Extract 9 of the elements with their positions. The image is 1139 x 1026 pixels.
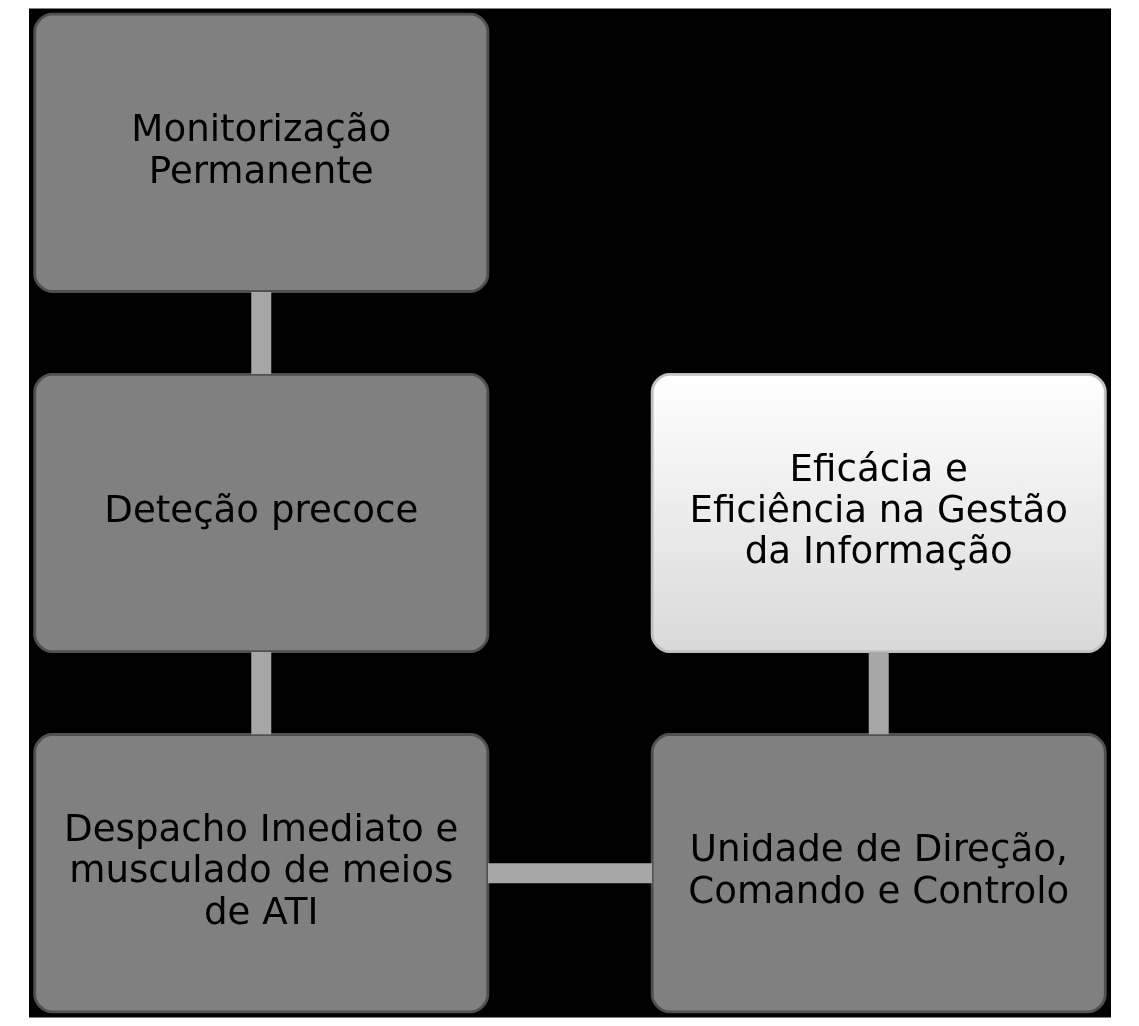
node-box: Monitorização Permanente <box>32 12 489 293</box>
node-box: Unidade de Direção, Comando e Controlo <box>650 733 1107 1014</box>
node-box: Despacho Imediato e musculado de meios de ATI <box>32 733 489 1014</box>
connector <box>868 652 889 735</box>
node-box: Deteção precoce <box>32 372 489 654</box>
connector <box>250 291 271 374</box>
connector <box>250 652 271 735</box>
connector <box>487 863 652 884</box>
node-box: Eficácia e Eficiência na Gestão da Informação <box>650 372 1107 654</box>
